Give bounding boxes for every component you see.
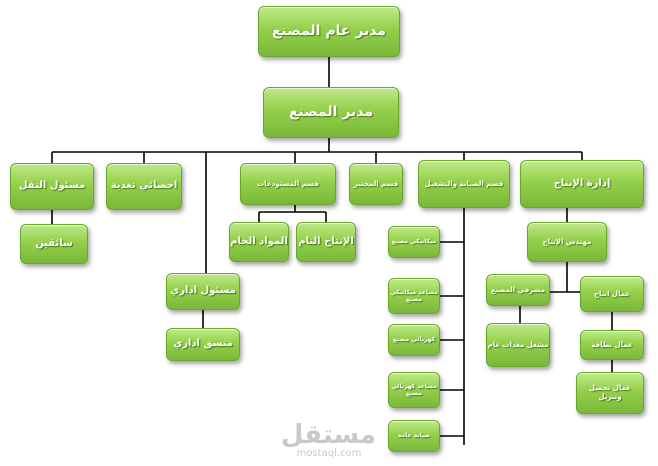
node-drivers: سائقين bbox=[20, 224, 88, 264]
node-label: عمال انتاج bbox=[593, 289, 631, 298]
node-general-manager: مدير عام المصنع bbox=[258, 6, 400, 57]
node-warehouse: قسم المستودعات bbox=[240, 163, 336, 205]
node-label: الإنتاج التام bbox=[298, 235, 354, 247]
node-transport: مسئول النقل bbox=[10, 163, 94, 210]
node-label: سائقين bbox=[35, 237, 73, 249]
watermark-english: mostaql.com bbox=[296, 448, 362, 459]
watermark-arabic: مستقل bbox=[280, 420, 376, 450]
node-label: اخصائي تغذية bbox=[110, 180, 178, 192]
node-label: مدير عام المصنع bbox=[271, 22, 387, 39]
node-label: ميكانيكي مصنع bbox=[391, 238, 437, 246]
node-cleaning-workers: عمال نظافة bbox=[580, 330, 644, 360]
node-production: إدارة الإنتاج bbox=[520, 160, 644, 208]
node-finished-production: الإنتاج التام bbox=[296, 222, 356, 262]
node-maintenance: قسم الصيانة والتشغيل bbox=[418, 160, 510, 208]
node-admin-coordinator: متسق اداري bbox=[166, 328, 240, 361]
node-supervisors: مشرفي المصنع bbox=[486, 274, 550, 306]
node-label: قسم الصيانة والتشغيل bbox=[424, 179, 504, 188]
node-label: عمال تحميل وتنزيل bbox=[588, 384, 632, 401]
node-nutrition: اخصائي تغذية bbox=[106, 163, 182, 210]
node-general-maintenance: صيانة عامة bbox=[388, 420, 440, 452]
node-admin: مسئول اداري bbox=[166, 273, 240, 310]
node-label: مدير المصنع bbox=[288, 103, 374, 120]
node-label: مساعد كهربائي مصنع bbox=[391, 382, 437, 398]
node-label: كهربائي مصنع bbox=[392, 336, 436, 344]
node-label: قسم المختبر bbox=[353, 179, 399, 188]
node-lab: قسم المختبر bbox=[349, 163, 403, 205]
node-label: مهندس الإنتاج bbox=[542, 237, 592, 246]
node-label: صيانة عامة bbox=[397, 432, 431, 440]
node-electrician-assistant: مساعد كهربائي مصنع bbox=[388, 372, 440, 408]
node-electrician: كهربائي مصنع bbox=[388, 324, 440, 356]
node-factory-manager: مدير المصنع bbox=[263, 87, 399, 138]
watermark-logo: مستقل mostaql.com bbox=[280, 420, 376, 459]
node-equipment-operator: مشغل معدات عام bbox=[486, 323, 550, 367]
node-label: مساعد ميكانيكي مصنع bbox=[390, 288, 438, 304]
node-mechanic: ميكانيكي مصنع bbox=[388, 226, 440, 258]
node-production-workers: عمال انتاج bbox=[580, 276, 644, 312]
node-label: مشغل معدات عام bbox=[487, 340, 549, 349]
node-label: قسم المستودعات bbox=[257, 179, 319, 188]
node-label: إدارة الإنتاج bbox=[553, 177, 611, 189]
node-raw-materials: المواد الخام bbox=[229, 222, 289, 262]
node-mechanic-assistant: مساعد ميكانيكي مصنع bbox=[388, 278, 440, 314]
node-label: مسئول النقل bbox=[18, 180, 86, 192]
node-label: متسق اداري bbox=[173, 338, 233, 350]
node-label: مشرفي المصنع bbox=[490, 285, 546, 294]
node-production-engineer: مهندس الإنتاج bbox=[527, 222, 607, 262]
node-loading-workers: عمال تحميل وتنزيل bbox=[576, 372, 644, 414]
node-label: عمال نظافة bbox=[591, 340, 633, 349]
node-label: المواد الخام bbox=[230, 235, 288, 247]
node-label: مسئول اداري bbox=[170, 285, 236, 297]
